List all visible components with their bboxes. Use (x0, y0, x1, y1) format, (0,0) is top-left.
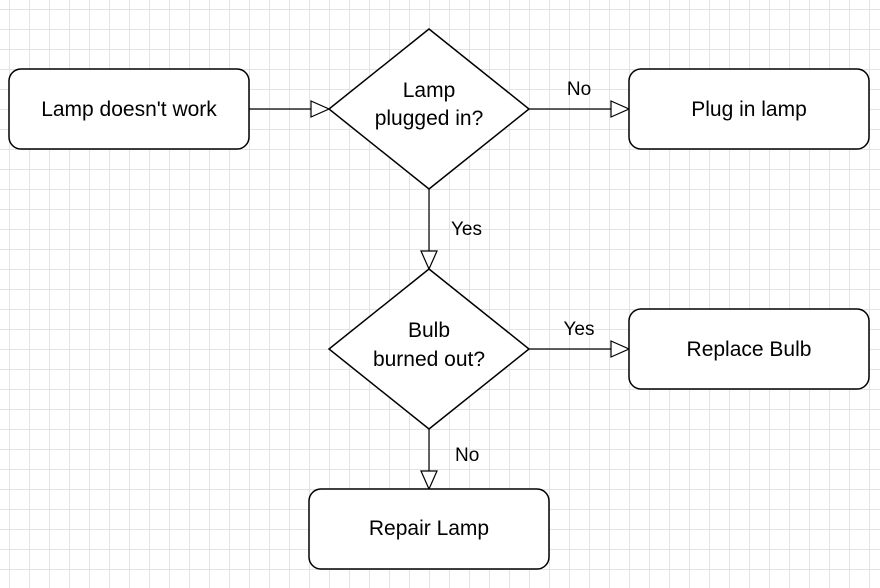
node-shape (628, 68, 870, 150)
decision-diamond (327, 28, 531, 190)
node-label-line2: burned out? (373, 348, 485, 371)
node-lamp-doesnt-work[interactable]: Lamp doesn't work (8, 68, 250, 150)
node-label: Repair Lamp (369, 517, 489, 540)
node-shape (8, 68, 250, 150)
edge-plugged-yes: Yes (420, 189, 482, 271)
node-label: Plug in lamp (691, 98, 807, 121)
node-label: Lamp doesn't work (41, 98, 217, 121)
edge-label-no: No (455, 445, 479, 466)
edge-label-no: No (567, 79, 591, 100)
node-label-line1: Lamp (403, 79, 456, 102)
node-replace-bulb[interactable]: Replace Bulb (628, 308, 870, 390)
arrowhead (310, 100, 331, 118)
arrowhead (610, 340, 631, 358)
node-shape (308, 488, 550, 570)
edge-bulb-no: No (420, 429, 479, 491)
node-plug-in-lamp[interactable]: Plug in lamp (628, 68, 870, 150)
arrowhead (420, 470, 438, 491)
node-label: Replace Bulb (687, 338, 812, 361)
arrowhead (610, 100, 631, 118)
arrowhead (420, 250, 438, 271)
edge-bulb-yes: Yes (529, 319, 631, 358)
node-repair-lamp[interactable]: Repair Lamp (308, 488, 550, 570)
node-lamp-plugged-in-decision[interactable]: Lamp plugged in? (327, 28, 531, 190)
node-bulb-burned-out-decision[interactable]: Bulb burned out? (327, 268, 531, 430)
edge-plugged-no: No (529, 79, 631, 118)
edge-label-yes: Yes (564, 319, 595, 340)
node-label-line2: plugged in? (375, 107, 484, 130)
node-label-line1: Bulb (408, 319, 450, 342)
decision-diamond (327, 268, 531, 430)
edge-start-to-plugged (249, 100, 331, 118)
edge-label-yes: Yes (451, 219, 482, 240)
node-shape (628, 308, 870, 390)
